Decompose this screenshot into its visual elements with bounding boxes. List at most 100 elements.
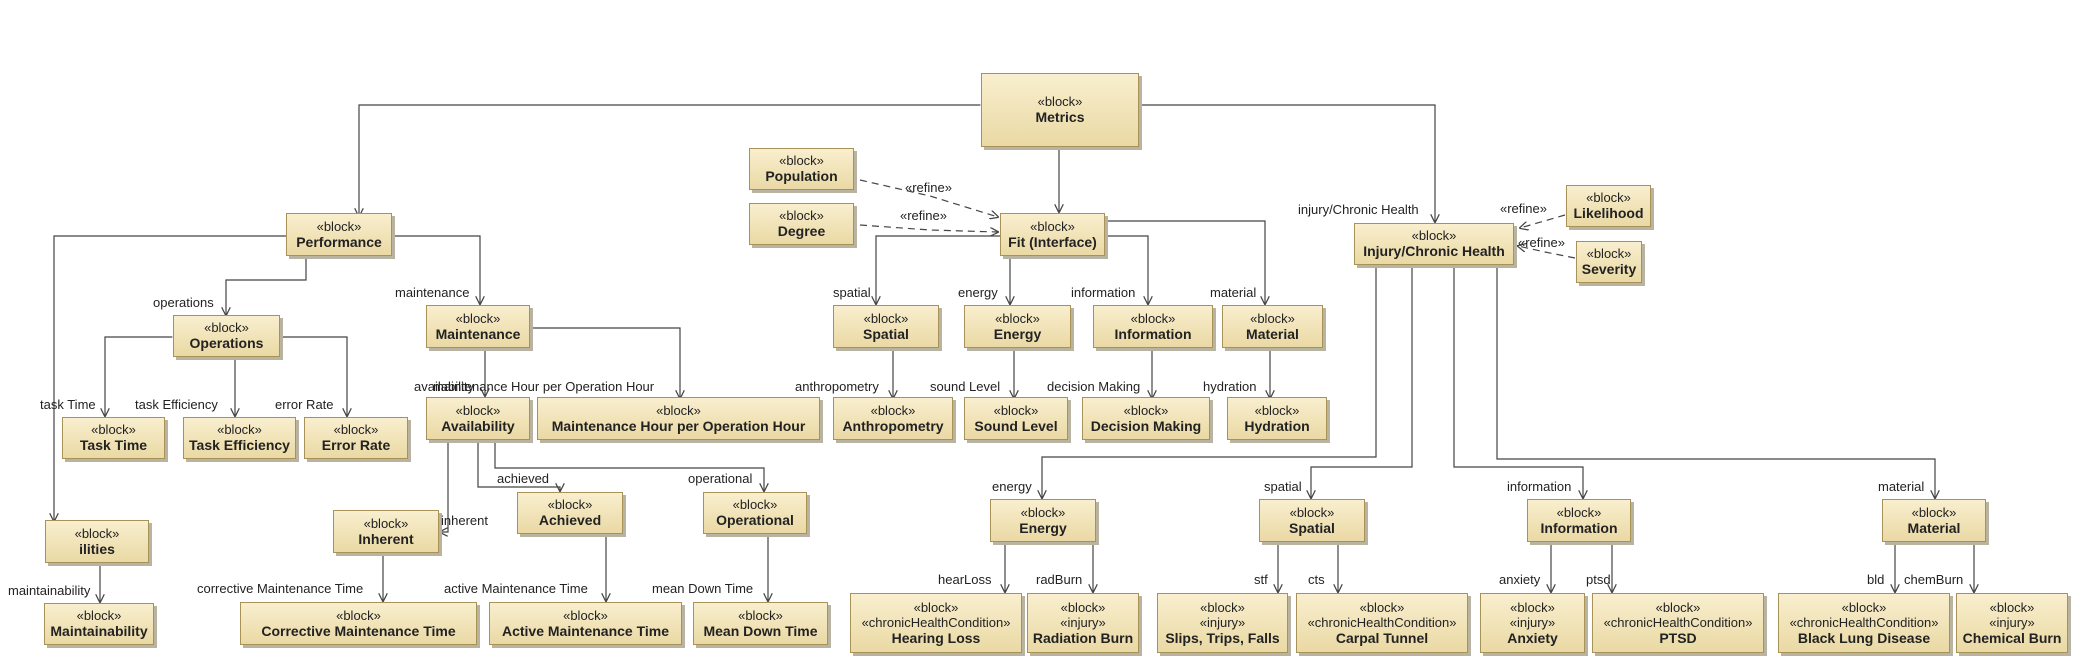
label-anxiety: anxiety: [1499, 572, 1541, 587]
block-name: Task Efficiency: [189, 437, 290, 453]
stereotype: «block»: [1289, 504, 1335, 520]
block-operational[interactable]: «block»Operational: [703, 492, 807, 534]
stereotype: «block»: [76, 608, 122, 623]
label-ptsd: ptsd: [1586, 572, 1611, 587]
label-ich-spatial: spatial: [1264, 479, 1302, 494]
stereotype: «block»: [1250, 310, 1295, 326]
stereotype: «block»: [363, 515, 409, 531]
block-slips-trips-falls[interactable]: «block»«injury»Slips, Trips, Falls: [1157, 593, 1288, 653]
stereotype: «block»: [656, 402, 701, 418]
block-radiation-burn[interactable]: «block»«injury»Radiation Burn: [1027, 593, 1139, 653]
block-name: Information: [1540, 519, 1618, 536]
stereotype: «block»: [563, 607, 608, 623]
block-name: Energy: [993, 325, 1042, 342]
block-mean-down-time[interactable]: «block»Mean Down Time: [693, 602, 828, 645]
block-anthropometry[interactable]: «block»Anthropometry: [833, 397, 953, 440]
block-error-rate[interactable]: «block»Error Rate: [304, 417, 408, 459]
stereotype: «block»: [1989, 599, 2035, 615]
stereotype: «block»: [217, 422, 262, 437]
block-name: Mean Down Time: [703, 622, 818, 639]
block-hydration[interactable]: «block»Hydration: [1227, 397, 1327, 440]
block-name: Performance: [296, 233, 382, 250]
label-material: material: [1210, 285, 1257, 300]
stereotype: «injury»: [1060, 614, 1106, 630]
block-population[interactable]: «block»Population: [749, 148, 854, 190]
label-availability: availability: [414, 379, 474, 394]
stereotype: «block»: [547, 497, 593, 512]
block-material[interactable]: «block»Material: [1222, 305, 1323, 348]
block-degree[interactable]: «block»Degree: [749, 203, 854, 245]
stereotype: «block»: [1556, 504, 1602, 520]
refine-degree-fit: [859, 224, 998, 232]
block-anxiety[interactable]: «block»«injury»Anxiety: [1480, 593, 1585, 653]
stereotype: «block»: [1586, 246, 1632, 261]
block-hearing-loss[interactable]: «block»«chronicHealthCondition»Hearing L…: [850, 593, 1022, 653]
block-maintainability[interactable]: «block»Maintainability: [44, 603, 154, 645]
block-severity[interactable]: «block»Severity: [1576, 241, 1642, 283]
block-task-time[interactable]: «block»Task Time: [62, 417, 165, 459]
stereotype: «block»: [336, 607, 381, 623]
block-inherent[interactable]: «block»Inherent: [333, 510, 439, 553]
block-energy[interactable]: «block»Energy: [964, 305, 1071, 348]
block-decision-making[interactable]: «block»Decision Making: [1082, 397, 1210, 440]
edge-performance-operations: [54, 236, 305, 521]
block-name: Error Rate: [321, 437, 391, 453]
block-injury-chronic-health[interactable]: «block»Injury/Chronic Health: [1354, 223, 1514, 265]
block-black-lung-disease[interactable]: «block»«chronicHealthCondition»Black Lun…: [1778, 593, 1950, 653]
block-operations[interactable]: «block»Operations: [173, 315, 280, 357]
block-name: Maintenance: [435, 325, 521, 342]
label-spatial: spatial: [833, 285, 871, 300]
block-name: Sound Level: [974, 417, 1058, 434]
block-ich-spatial[interactable]: «block»Spatial: [1259, 499, 1365, 542]
block-ilities[interactable]: «block»ilities: [45, 520, 149, 563]
edge-injury-material: [1497, 266, 1935, 498]
block-metrics[interactable]: «block»Metrics: [981, 73, 1139, 147]
stereotype: «injury»: [1989, 614, 2035, 630]
edge-metrics-injury: [1140, 105, 1435, 222]
block-likelihood[interactable]: «block»Likelihood: [1566, 185, 1651, 227]
label-ich-material: material: [1878, 479, 1925, 494]
block-name: Achieved: [538, 512, 602, 528]
edge-operations-tasktime: [105, 337, 172, 416]
block-sound-level[interactable]: «block»Sound Level: [964, 397, 1068, 440]
block-task-efficiency[interactable]: «block»Task Efficiency: [183, 417, 296, 459]
block-ptsd[interactable]: «block»«chronicHealthCondition»PTSD: [1592, 593, 1764, 653]
block-availability[interactable]: «block»Availability: [426, 397, 530, 440]
block-name: Chemical Burn: [1962, 629, 2062, 646]
block-name: Hearing Loss: [891, 629, 981, 646]
stereotype: «block»: [779, 208, 824, 223]
stereotype: «block»: [995, 310, 1040, 326]
block-name: Operations: [189, 335, 264, 351]
edge-injury-spatial: [1311, 266, 1412, 498]
label-cts: cts: [1308, 572, 1325, 587]
block-fit-interface[interactable]: «block»Fit (Interface): [1000, 213, 1105, 256]
stereotype: «block»: [316, 218, 362, 234]
block-maintenance[interactable]: «block»Maintenance: [426, 305, 530, 348]
block-corrective-maintenance-time[interactable]: «block»Corrective Maintenance Time: [240, 602, 477, 645]
block-name: Black Lung Disease: [1797, 629, 1931, 646]
block-performance[interactable]: «block»Performance: [286, 213, 392, 256]
stereotype: «block»: [779, 153, 824, 168]
block-active-maintenance-time[interactable]: «block»Active Maintenance Time: [489, 602, 682, 645]
label-rad-burn: radBurn: [1036, 572, 1083, 587]
stereotype: «block»: [732, 497, 778, 512]
block-information[interactable]: «block»Information: [1093, 305, 1213, 348]
block-ich-energy[interactable]: «block»Energy: [990, 499, 1096, 542]
block-chemical-burn[interactable]: «block»«injury»Chemical Burn: [1956, 593, 2068, 653]
stereotype: «chronicHealthCondition»: [1603, 614, 1753, 630]
label-corrective-maintenance-time: corrective Maintenance Time: [197, 581, 364, 596]
block-achieved[interactable]: «block»Achieved: [517, 492, 623, 534]
stereotype: «block»: [91, 422, 136, 437]
block-name: Information: [1114, 325, 1192, 342]
label-ich-energy: energy: [992, 479, 1032, 494]
block-carpal-tunnel[interactable]: «block»«chronicHealthCondition»Carpal Tu…: [1296, 593, 1468, 653]
block-name: Corrective Maintenance Time: [261, 622, 456, 639]
block-spatial[interactable]: «block»Spatial: [833, 305, 939, 348]
block-ich-information[interactable]: «block»Information: [1527, 499, 1631, 542]
stereotype: «block»: [1411, 228, 1457, 243]
stereotype: «block»: [913, 599, 959, 615]
block-name: Metrics: [1035, 109, 1085, 125]
block-maintenance-hour-per-operation-hour[interactable]: «block»Maintenance Hour per Operation Ho…: [537, 397, 820, 440]
block-ich-material[interactable]: «block»Material: [1882, 499, 1986, 542]
stereotype: «chronicHealthCondition»: [1789, 614, 1939, 630]
